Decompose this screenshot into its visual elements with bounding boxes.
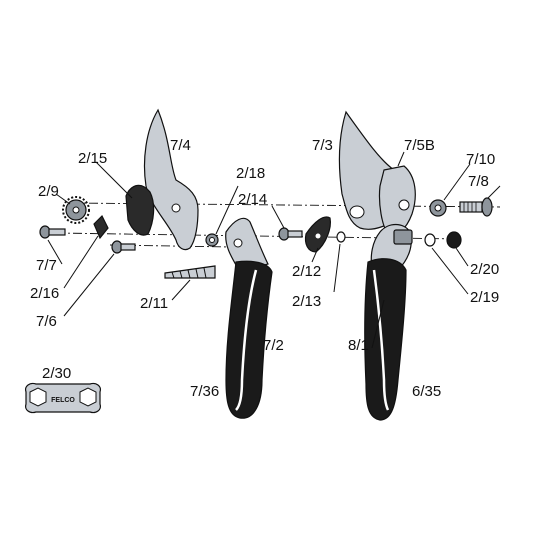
label-7-3: 7/3 bbox=[312, 137, 333, 154]
bolt-head-part-7-8 bbox=[481, 197, 493, 217]
washer-hole bbox=[209, 237, 215, 243]
label-2-13: 2/13 bbox=[292, 293, 321, 310]
label-7-5b: 7/5B bbox=[404, 137, 435, 154]
leader-2-16 bbox=[63, 235, 99, 289]
label-2-30: 2/30 bbox=[42, 365, 71, 382]
cap-part-2-20 bbox=[446, 231, 462, 249]
label-7-36: 7/36 bbox=[190, 383, 219, 400]
leader-8-1 bbox=[371, 299, 385, 349]
label-2-11: 2/11 bbox=[140, 295, 168, 312]
leader-2-14 bbox=[271, 205, 285, 229]
wrench-hex-left bbox=[29, 387, 47, 407]
label-8-1: 8/1 bbox=[348, 337, 369, 354]
handle-grip-part-6-35 bbox=[364, 258, 407, 421]
spring-part-2-11 bbox=[164, 265, 216, 279]
bolt-thread bbox=[463, 202, 477, 212]
screw-shank-part-7-7 bbox=[48, 228, 66, 236]
leader-7-6 bbox=[63, 253, 115, 317]
wheel-teeth bbox=[62, 196, 90, 224]
wrench-logo: FELCO bbox=[51, 397, 75, 404]
label-6-35: 6/35 bbox=[412, 383, 441, 400]
leader-7-5b bbox=[397, 151, 405, 167]
handle-pivot-hole bbox=[233, 238, 243, 248]
handle-grip-part-7-36 bbox=[225, 260, 273, 419]
label-2-16: 2/16 bbox=[30, 285, 59, 302]
blade-pivot-hole bbox=[171, 203, 181, 213]
screw-shank-part-7-6 bbox=[120, 243, 136, 251]
spring-coils bbox=[171, 267, 207, 279]
label-2-19: 2/19 bbox=[470, 289, 499, 306]
bolt-shank-part-7-8 bbox=[459, 201, 483, 213]
leader-2-20 bbox=[455, 247, 469, 267]
plate-hole bbox=[315, 233, 321, 239]
blade-part-7-4 bbox=[143, 108, 199, 251]
label-7-6: 7/6 bbox=[36, 313, 57, 330]
label-2-15: 2/15 bbox=[78, 150, 107, 167]
label-2-12: 2/12 bbox=[292, 263, 321, 280]
leader-2-19 bbox=[431, 247, 469, 295]
label-7-10: 7/10 bbox=[466, 151, 495, 168]
leader-2-9 bbox=[55, 193, 71, 205]
leader-7-10 bbox=[443, 163, 471, 201]
leader-2-11 bbox=[171, 279, 191, 301]
wheel-hub bbox=[72, 206, 80, 214]
label-7-7: 7/7 bbox=[36, 257, 57, 274]
grip-highlight-left bbox=[235, 269, 258, 411]
label-2-14: 2/14 bbox=[238, 191, 267, 208]
label-2-18: 2/18 bbox=[236, 165, 265, 182]
handle-head-part-7-2 bbox=[225, 217, 269, 273]
label-2-20: 2/20 bbox=[470, 261, 499, 278]
handle-knob bbox=[393, 229, 413, 245]
grip-highlight-right bbox=[372, 269, 390, 411]
nut-part-2-16 bbox=[93, 214, 109, 240]
ring-part-2-13 bbox=[336, 231, 346, 243]
label-7-8: 7/8 bbox=[468, 173, 489, 190]
label-7-2: 7/2 bbox=[263, 337, 284, 354]
washer-part-2-19 bbox=[424, 233, 436, 247]
leader-2-18 bbox=[215, 185, 239, 235]
blade-hole bbox=[349, 205, 365, 219]
wrench-hex-right bbox=[79, 387, 97, 407]
label-7-4: 7/4 bbox=[170, 137, 191, 154]
leader-7-8 bbox=[487, 185, 501, 199]
leader-7-7 bbox=[47, 239, 63, 265]
jaw-pivot-hole bbox=[398, 199, 410, 211]
screw-shank-part-2-14 bbox=[287, 230, 303, 238]
leader-2-12 bbox=[311, 247, 319, 263]
label-2-9: 2/9 bbox=[38, 183, 59, 200]
anvil-part-2-15 bbox=[125, 184, 155, 236]
bushing-hole bbox=[434, 204, 442, 212]
leader-2-15 bbox=[95, 161, 133, 199]
leader-2-13 bbox=[333, 243, 341, 293]
